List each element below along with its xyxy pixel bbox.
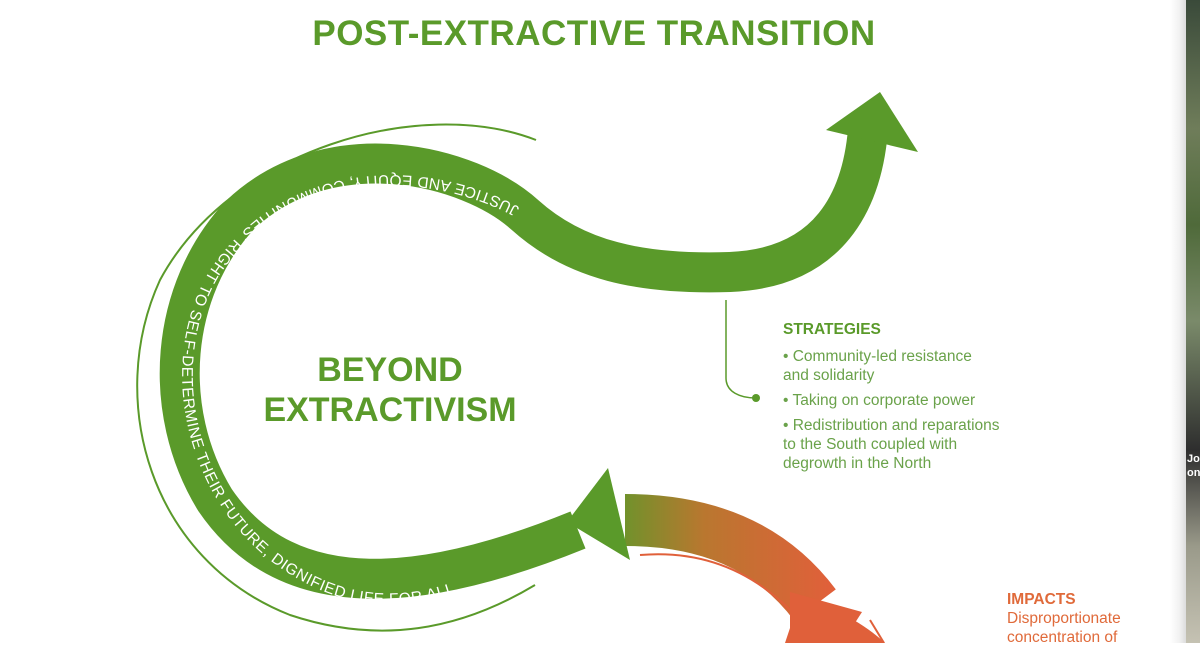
outer-thin-arc [136, 123, 537, 632]
impacts-line: concentration of [1007, 629, 1118, 646]
impacts-box: IMPACTS Disproportionate concentration o… [1007, 590, 1187, 647]
strategy-item-line: • Community-led resistance [783, 348, 972, 365]
strategy-item: • Taking on corporate power [783, 391, 1043, 410]
strategy-item-line: degrowth in the North [783, 455, 932, 472]
strategy-item-line: to the South coupled with [783, 436, 958, 453]
strategies-box: STRATEGIES • Community-led resistance an… [783, 320, 1043, 479]
transition-band [624, 494, 836, 622]
diagram-title: POST-EXTRACTIVE TRANSITION [312, 14, 876, 53]
photo-caption-line: on. [1187, 467, 1200, 479]
lower-orange-arrow [790, 592, 862, 643]
strategy-item-line: • Taking on corporate power [783, 392, 976, 409]
page-edge-shadow [1170, 0, 1186, 643]
center-label: BEYOND EXTRACTIVISM [230, 350, 550, 430]
center-label-line2: EXTRACTIVISM [263, 391, 517, 429]
strategy-item-line: • Redistribution and reparations [783, 417, 1000, 434]
return-arrow-head [567, 468, 630, 560]
impacts-line: Disproportionate [1007, 610, 1121, 627]
strategy-item-line: and solidarity [783, 367, 875, 384]
photo-caption-line: Jo [1187, 453, 1200, 465]
orange-tick [869, 619, 885, 644]
strategy-item: • Community-led resistance and solidarit… [783, 347, 1043, 385]
impacts-heading: IMPACTS [1007, 591, 1076, 608]
main-green-band [159, 128, 888, 599]
center-label-line1: BEYOND [317, 351, 463, 389]
adjacent-photo-strip: Jo on. [1186, 0, 1200, 643]
strategies-heading: STRATEGIES [783, 321, 881, 338]
strategies-connector [725, 300, 757, 399]
strategies-connector-dot [752, 394, 760, 402]
photo-caption: Jo on. [1187, 452, 1200, 480]
strategy-item: • Redistribution and reparations to the … [783, 416, 1043, 473]
top-arrow-head [826, 92, 918, 152]
orange-accent-line [639, 553, 791, 611]
